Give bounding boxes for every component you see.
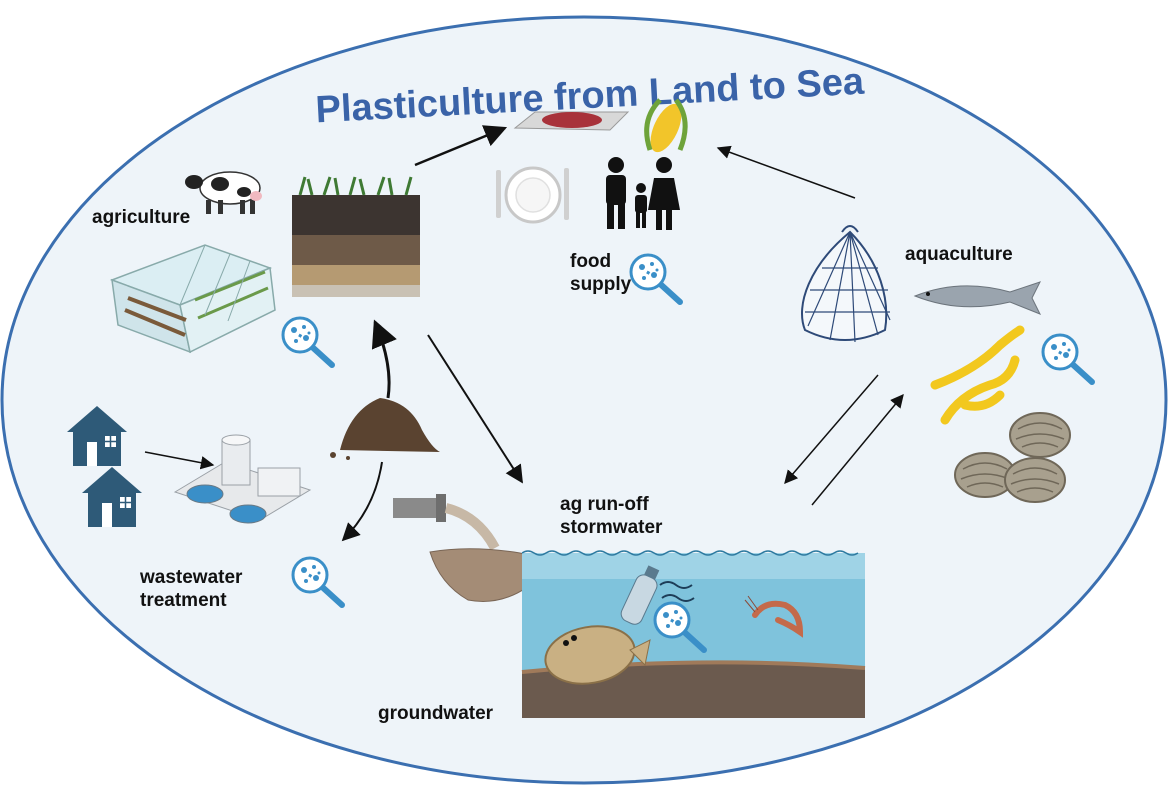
arrow-agriculture-to-runoff <box>427 334 523 484</box>
label-groundwater: groundwater <box>378 703 494 724</box>
mussel-rope-icon <box>930 325 1025 425</box>
sea-panel <box>521 550 866 718</box>
arrow-houses-to-plant <box>144 451 215 470</box>
flounder-icon <box>544 625 651 685</box>
meat-tray-icon <box>513 111 630 131</box>
outfall-pipe-icon <box>393 494 546 602</box>
family-icon <box>606 157 680 230</box>
wave-marks <box>659 581 695 602</box>
arrow-compost-to-wastewater <box>341 461 383 542</box>
arrow-aquaculture-to-runoff <box>784 374 879 485</box>
flow-arrows <box>144 125 904 542</box>
cow-icon <box>185 171 262 214</box>
label-agriculture: agriculture <box>92 207 191 228</box>
corn-icon <box>644 98 688 153</box>
soil-profile-icon <box>292 176 420 297</box>
arrow-compost-to-agriculture <box>371 319 397 399</box>
arrow-agriculture-to-food <box>414 125 508 167</box>
arrow-aquaculture-to-food <box>716 145 856 199</box>
bottle-icon <box>620 565 660 625</box>
oyster-icon <box>1004 457 1066 503</box>
arrow-sea-to-aquaculture <box>811 393 904 506</box>
compost-pile-icon <box>330 398 440 460</box>
oyster-icon <box>1009 412 1071 458</box>
label-aquaculture: aquaculture <box>905 244 1013 265</box>
fishing-net-icon <box>801 225 891 343</box>
treatment-plant-icon <box>173 434 312 524</box>
greenhouse-icon <box>109 244 276 354</box>
shrimp-icon <box>744 595 804 638</box>
salmon-icon <box>913 281 1042 315</box>
plate-cutlery-icon <box>496 166 569 224</box>
